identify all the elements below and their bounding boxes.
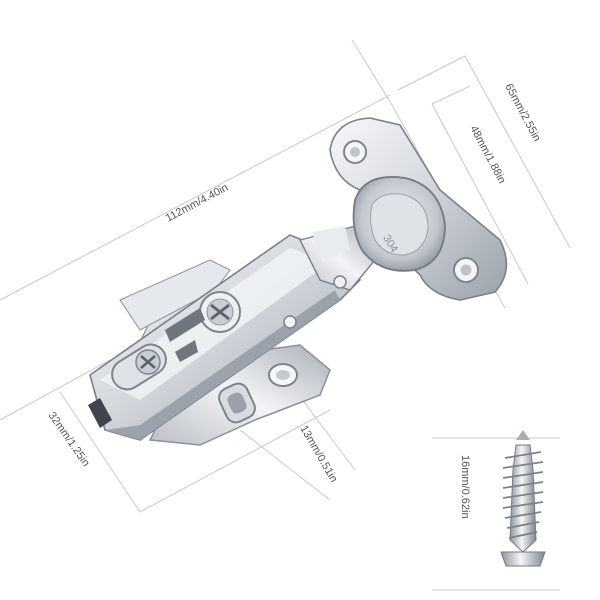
- screw-photo: [500, 430, 546, 567]
- cup-plate: 304: [329, 117, 508, 301]
- dim-screw-length: 16mm/0.62in: [459, 455, 471, 519]
- dim-plate-outer-width: 65mm/2.55in: [502, 82, 542, 144]
- dim-plate-inner-width: 48mm/1.88in: [467, 124, 507, 186]
- dim-overall-length: 112mm/4.40in: [164, 182, 230, 225]
- hinge-arm: [88, 234, 362, 441]
- dim-base-width: 32mm/1.25in: [46, 410, 92, 469]
- hinge-knuckle: [298, 224, 376, 291]
- dim-base-depth: 13mm/0.51in: [297, 424, 339, 485]
